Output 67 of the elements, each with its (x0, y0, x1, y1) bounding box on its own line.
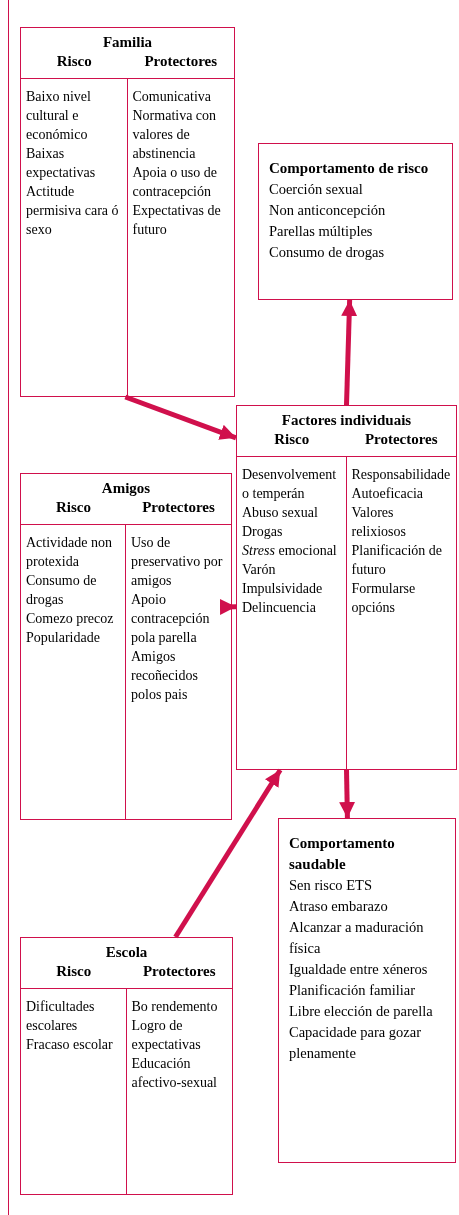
arrow (219, 598, 236, 615)
list-item: Responsabilidade (351, 466, 451, 484)
list-item: Stress emocional (242, 542, 338, 560)
box-title: Escola (104, 943, 149, 962)
list-item: Uso de preservativo por amigos (131, 534, 224, 590)
list-item: Planificación familiar (289, 981, 417, 1000)
list-item: Autoeficacia (351, 485, 424, 503)
column-heading: Protectores (363, 430, 439, 449)
list-item: Fracaso escolar (26, 1036, 114, 1054)
column-heading: Risco (55, 962, 93, 981)
column-heading: Risco (55, 52, 93, 71)
arrow (341, 299, 358, 406)
list-item: Normativa con valores de abstinencia (132, 107, 218, 163)
list-item: Baixas expectativas (26, 145, 97, 182)
list-item: Formularse opcións (351, 580, 417, 617)
list-item: Impulsividade (242, 580, 324, 598)
factor-box (20, 937, 233, 1195)
column-heading: Risco (55, 498, 92, 517)
list-item: Valores relixiosos (351, 504, 407, 541)
list-item: Drogas (242, 523, 284, 541)
list-item: Popularidade (26, 629, 101, 647)
box-title: Factores individuais (280, 411, 413, 430)
list-item: Actividade non protexida (26, 534, 113, 571)
arrow (124, 394, 237, 441)
box-title: Comportamento saudable (289, 834, 396, 874)
list-item: Abuso sexual (242, 504, 319, 522)
box-title: Comportamento de risco (269, 159, 430, 178)
list-item: Alcanzar a maduración física (289, 918, 425, 958)
column-heading: Risco (273, 430, 311, 449)
list-item: Apoio contracepción pola parella (131, 591, 211, 647)
list-item: Parellas múltiples (269, 222, 374, 241)
list-item: Consumo de drogas (269, 243, 386, 262)
arrow (339, 769, 356, 819)
list-item: Coerción sexual (269, 180, 364, 199)
list-item: Consumo de drogas (26, 572, 98, 609)
list-item: Desenvolvemento temperán (242, 466, 338, 503)
column-heading: Protectores (143, 52, 219, 71)
factor-box (236, 405, 457, 770)
list-item: Bo rendemento (131, 998, 219, 1016)
column-heading: Protectores (141, 962, 217, 981)
box-title: Amigos (100, 479, 152, 498)
box-title: Familia (101, 33, 154, 52)
list-item: Expectativas de futuro (132, 202, 222, 239)
list-item: Non anticoncepción (269, 201, 387, 220)
list-item: Comunicativa (132, 88, 213, 106)
list-item: Dificultades escolares (26, 998, 96, 1035)
list-item: Educación afectivo-sexual (131, 1055, 218, 1092)
list-item: Logro de expectativas (131, 1017, 202, 1054)
list-item: Apoia o uso de contracepción (132, 164, 218, 201)
arrow (173, 768, 283, 939)
list-item: Baixo nivel cultural e económico (26, 88, 92, 144)
outcome-box (278, 818, 456, 1163)
list-item: Sen risco ETS (289, 876, 373, 895)
list-item: Capacidade para gozar plenamente (289, 1023, 423, 1063)
factor-box (20, 473, 232, 820)
column-heading: Protectores (141, 498, 216, 517)
list-item: Delincuencia (242, 599, 317, 617)
list-item: Libre elección de parella (289, 1002, 434, 1021)
list-item: Amigos recoñecidos polos pais (131, 648, 199, 704)
list-item: Atraso embarazo (289, 897, 389, 916)
list-item: Varón (242, 561, 277, 579)
outcome-box (258, 143, 453, 300)
list-item: Comezo precoz (26, 610, 115, 628)
list-item: Actitude permisiva cara ó sexo (26, 183, 120, 239)
factor-box (20, 27, 235, 397)
list-item: Planificación de futuro (351, 542, 444, 579)
list-item: Igualdade entre xéneros (289, 960, 429, 979)
